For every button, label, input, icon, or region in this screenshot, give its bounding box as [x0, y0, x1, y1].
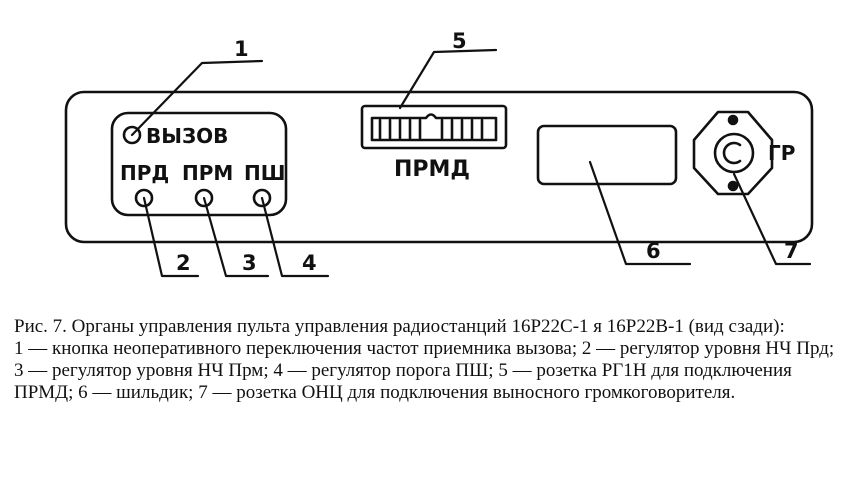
callout-3: 3: [242, 251, 257, 275]
prmd-connector[interactable]: [360, 104, 508, 150]
callout-7: 7: [784, 239, 799, 263]
transmit-level-knob[interactable]: [134, 188, 154, 208]
caption-legend: 1 — кнопка неоперативного переключения ч…: [14, 338, 835, 403]
squelch-threshold-knob[interactable]: [252, 188, 272, 208]
squelch-label: ПШ: [244, 161, 285, 185]
caption-title: Рис. 7. Органы управления пульта управле…: [14, 316, 785, 337]
callout-6: 6: [646, 239, 661, 263]
callout-4: 4: [302, 251, 317, 275]
receive-label: ПРМ: [182, 161, 233, 185]
nameplate: [536, 124, 678, 186]
callout-1: 1: [234, 37, 249, 61]
leader-lines: [130, 48, 812, 278]
callout-2: 2: [176, 251, 191, 275]
control-group-frame: [110, 111, 288, 217]
callout-5: 5: [452, 29, 467, 53]
control-panel-diagram: ВЫЗОВ ПРД ПРМ ПШ ПРМД ГР 1 2 3 4 5 6 7: [64, 29, 814, 278]
speaker-label: ГР: [768, 141, 795, 165]
speaker-socket[interactable]: [692, 110, 774, 196]
receive-level-knob[interactable]: [194, 188, 214, 208]
call-button[interactable]: [122, 125, 142, 145]
call-label: ВЫЗОВ: [146, 124, 228, 148]
connector-label: ПРМД: [394, 157, 470, 182]
panel-body: [64, 90, 814, 244]
transmit-label: ПРД: [120, 161, 169, 185]
figure-caption: Рис. 7. Органы управления пульта управле…: [14, 316, 836, 404]
